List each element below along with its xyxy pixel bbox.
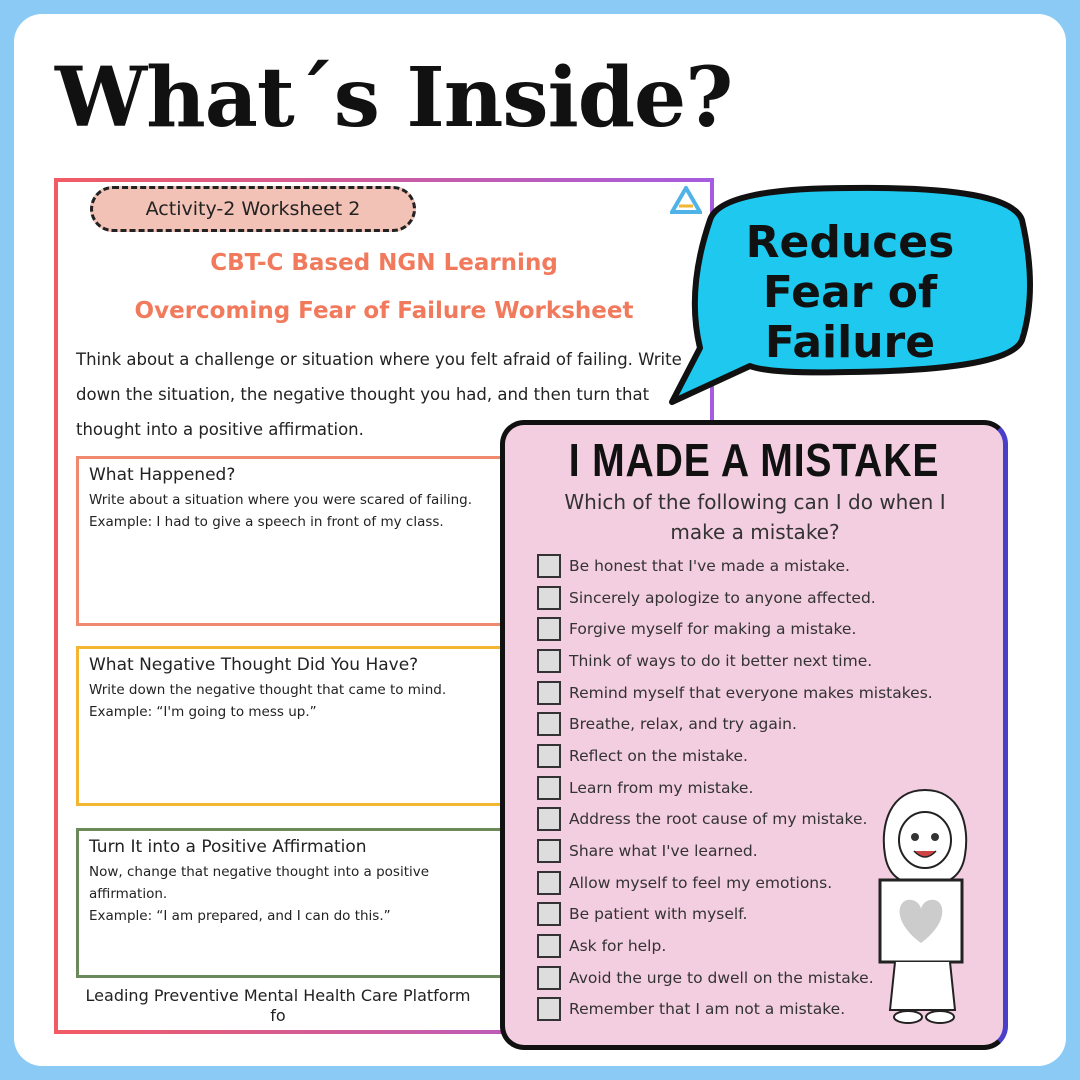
checkbox[interactable]: [537, 902, 561, 927]
worksheet-subheading: Overcoming Fear of Failure Worksheet: [134, 298, 634, 324]
checklist-item: Reflect on the mistake.: [537, 740, 933, 772]
checklist-item-label: Forgive myself for making a mistake.: [569, 620, 857, 639]
checkbox[interactable]: [537, 839, 561, 864]
section-example: Example: I had to give a speech in front…: [89, 514, 444, 530]
section-negative-thought: What Negative Thought Did You Have? Writ…: [76, 646, 676, 806]
checkbox[interactable]: [537, 997, 561, 1022]
checklist-item-label: Sincerely apologize to anyone affected.: [569, 588, 876, 607]
checklist-item: Remind myself that everyone makes mistak…: [537, 677, 933, 709]
checkbox[interactable]: [537, 680, 561, 705]
mistake-checklist-card: I MADE A MISTAKE Which of the following …: [500, 420, 1008, 1050]
checklist-item-label: Address the root cause of my mistake.: [569, 810, 868, 829]
checkbox[interactable]: [537, 807, 561, 832]
worksheet-heading: CBT-C Based NGN Learning: [210, 250, 558, 276]
checkbox[interactable]: [537, 617, 561, 642]
section-example: Example: “I'm going to mess up.”: [89, 704, 317, 720]
checklist-item: Forgive myself for making a mistake.: [537, 613, 933, 645]
checkbox[interactable]: [537, 585, 561, 610]
page-title: What´s Inside?: [55, 50, 733, 146]
checklist-item-label: Learn from my mistake.: [569, 778, 754, 797]
checklist-title: I MADE A MISTAKE: [568, 434, 940, 486]
checklist-item: Address the root cause of my mistake.: [537, 804, 933, 836]
checklist-item: Share what I've learned.: [537, 835, 933, 867]
checklist-item: Allow myself to feel my emotions.: [537, 867, 933, 899]
section-title: What Negative Thought Did You Have?: [89, 655, 419, 675]
speech-bubble-text: Reduces Fear of Failure: [745, 217, 955, 368]
checklist-item: Sincerely apologize to anyone affected.: [537, 582, 933, 614]
checkbox[interactable]: [537, 775, 561, 800]
checklist-item: Breathe, relax, and try again.: [537, 708, 933, 740]
checkbox[interactable]: [537, 712, 561, 737]
speech-bubble-icon: [669, 184, 1033, 405]
checklist-item: Think of ways to do it better next time.: [537, 645, 933, 677]
checklist-item: Be honest that I've made a mistake.: [537, 550, 933, 582]
section-example: Example: “I am prepared, and I can do th…: [89, 908, 391, 924]
checklist-item-label: Remind myself that everyone makes mistak…: [569, 683, 933, 702]
checklist-question: Which of the following can I do when I m…: [564, 490, 946, 544]
checklist-item: Remember that I am not a mistake.: [537, 994, 933, 1026]
checklist-item: Be patient with myself.: [537, 899, 933, 931]
checklist-item-label: Be honest that I've made a mistake.: [569, 556, 850, 575]
worksheet-intro: Think about a challenge or situation whe…: [76, 350, 682, 439]
girl-holding-heart-icon: [878, 788, 968, 1024]
activity-tag: Activity-2 Worksheet 2: [90, 186, 416, 232]
section-prompt: Now, change that negative thought into a…: [89, 864, 430, 902]
checklist-item-label: Ask for help.: [569, 937, 667, 956]
checkbox[interactable]: [537, 648, 561, 673]
section-prompt: Write about a situation where you were s…: [89, 492, 472, 508]
checklist: Be honest that I've made a mistake. Since…: [537, 550, 933, 1025]
checkbox[interactable]: [537, 553, 561, 578]
checkbox[interactable]: [537, 934, 561, 959]
checklist-item: Avoid the urge to dwell on the mistake.: [537, 962, 933, 994]
section-prompt: Write down the negative thought that cam…: [89, 682, 447, 698]
worksheet-footer: Leading Preventive Mental Health Care Pl…: [85, 986, 471, 1025]
checklist-item-label: Allow myself to feel my emotions.: [569, 873, 833, 892]
checkbox[interactable]: [537, 743, 561, 768]
checklist-item-label: Reflect on the mistake.: [569, 746, 748, 765]
section-what-happened: What Happened? Write about a situation w…: [76, 456, 676, 626]
checklist-item-label: Avoid the urge to dwell on the mistake.: [569, 968, 874, 987]
checklist-item-label: Remember that I am not a mistake.: [569, 1000, 846, 1019]
checklist-item: Learn from my mistake.: [537, 772, 933, 804]
section-title: Turn It into a Positive Affirmation: [89, 837, 367, 857]
checklist-item-label: Share what I've learned.: [569, 842, 758, 861]
checkbox[interactable]: [537, 965, 561, 990]
logo-icon: [670, 186, 702, 214]
checklist-item: Ask for help.: [537, 930, 933, 962]
checklist-item-label: Think of ways to do it better next time.: [569, 651, 873, 670]
checklist-item-label: Be patient with myself.: [569, 905, 748, 924]
checklist-item-label: Breathe, relax, and try again.: [569, 715, 797, 734]
section-title: What Happened?: [89, 465, 236, 485]
checkbox[interactable]: [537, 870, 561, 895]
